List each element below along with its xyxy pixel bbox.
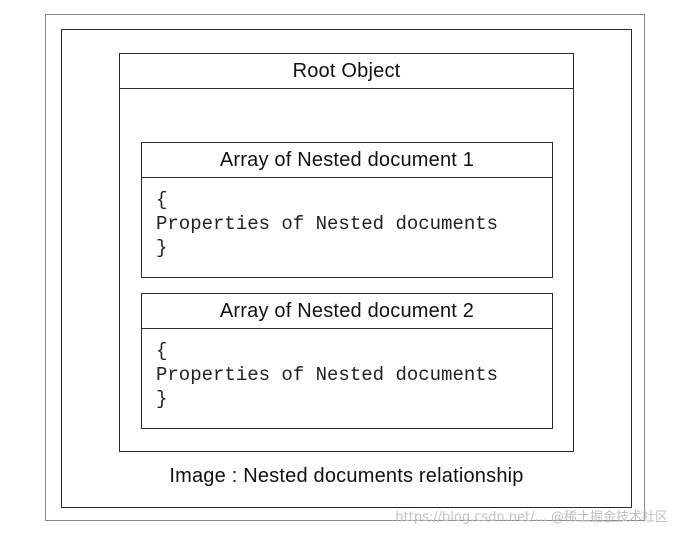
figure-caption: Image : Nested documents relationship xyxy=(169,465,524,487)
open-brace-1: { xyxy=(156,189,168,211)
outer-frame xyxy=(45,14,645,521)
diagram-frame xyxy=(61,29,632,508)
nested-document-title-1: Array of Nested document 1 xyxy=(142,143,552,178)
open-brace-2: { xyxy=(156,340,168,362)
root-object-box: Root Object xyxy=(119,53,574,452)
nested-document-code-2: {Properties of Nested documents} xyxy=(142,329,552,411)
properties-text-2: Properties of Nested documents xyxy=(156,364,499,386)
nested-document-box-2: Array of Nested document 2 {Properties o… xyxy=(141,293,553,429)
properties-text-1: Properties of Nested documents xyxy=(156,213,499,235)
close-brace-2: } xyxy=(156,388,168,410)
close-brace-1: } xyxy=(156,237,168,259)
nested-document-box-1: Array of Nested document 1 {Properties o… xyxy=(141,142,553,278)
watermark: https://blog.csdn.net/... @稀土掘金技术社区 xyxy=(395,510,668,525)
nested-document-title-2: Array of Nested document 2 xyxy=(142,294,552,329)
root-object-title: Root Object xyxy=(120,54,573,89)
nested-document-code-1: {Properties of Nested documents} xyxy=(142,178,552,260)
